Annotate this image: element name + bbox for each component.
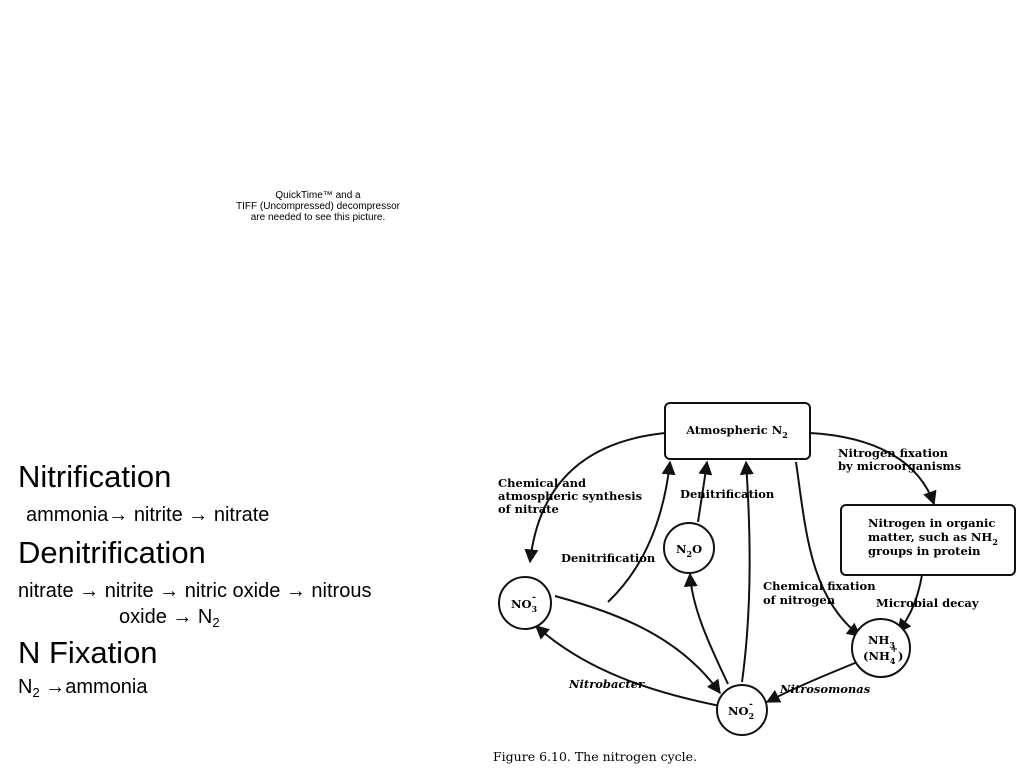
svg-text:matter, such as NH2: matter, such as NH2: [868, 530, 998, 547]
arrow-atmosphere-chemical-fixation: [795, 461, 862, 637]
label-nitrosomonas: Nitrosomonas: [779, 682, 871, 696]
svg-text:N2O: N2O: [676, 542, 702, 559]
nitrate-node: NO3-: [498, 576, 552, 630]
label-microbial-decay: Microbial decay: [876, 596, 979, 610]
subscript: 2: [212, 615, 220, 630]
superscript: +: [890, 645, 898, 655]
atmospheric-n2-node: Atmospheric N2: [664, 402, 811, 460]
subscript: 4: [890, 656, 896, 666]
arrow-fixation-by-microorganisms: [809, 432, 937, 506]
subscript: 3: [889, 640, 895, 650]
nitrous-oxide-node: N2O: [663, 522, 715, 574]
arrow-nitrate-to-nitrite: [554, 595, 721, 695]
atmospheric-n2-label: Atmospheric N: [685, 423, 782, 437]
subscript: 2: [687, 549, 693, 559]
n-fixation-n: N: [18, 676, 33, 698]
label-denitrification-left: Denitrification: [561, 551, 656, 565]
label-chemical-synthesis: Chemical and: [498, 476, 586, 490]
nitrification-heading: Nitrification: [18, 459, 172, 494]
denitrification-line-2: oxide → N2: [18, 604, 458, 630]
label-nitrobacter: Nitrobacter: [568, 677, 645, 691]
placeholder-line: QuickTime™ and a: [275, 190, 361, 201]
arrow-nitrite-denitrification: [607, 460, 676, 603]
subscript: 2: [992, 537, 998, 547]
label-chemical-fixation: of nitrogen: [763, 593, 836, 607]
svg-text:NO3-: NO3-: [511, 593, 538, 614]
arrow-n2o-to-atmosphere: [697, 460, 713, 523]
superscript: -: [749, 700, 753, 710]
n2o-label: N: [676, 542, 687, 556]
nitrate-label: NO: [511, 597, 532, 611]
ammonia-label: NH: [868, 633, 890, 647]
nitrogen-cycle-diagram: Atmospheric N2 Nitrogen in organic matte…: [493, 402, 1016, 764]
placeholder-line: are needed to see this picture.: [250, 212, 386, 223]
subscript: 3: [532, 604, 538, 614]
arrow-ammonia-to-nitrite: [765, 658, 866, 703]
denitrification-line-1: nitrate → nitrite → nitric oxide → nitro…: [18, 580, 372, 602]
svg-text:(NH4+): (NH4+): [863, 645, 903, 666]
n-fixation-result: →ammonia: [39, 676, 148, 698]
n-fixation-heading: N Fixation: [18, 635, 158, 670]
subscript: 2: [749, 711, 755, 721]
label-chemical-fixation: Chemical fixation: [763, 579, 876, 593]
ammonium-label-close: ): [898, 649, 903, 663]
label-nitrogen-fixation: Nitrogen fixation: [838, 446, 949, 460]
label-denitrification-top: Denitrification: [680, 487, 775, 501]
placeholder-line: TIFF (Uncompressed) decompressor: [236, 201, 400, 212]
denitrification-description: nitrate → nitrite → nitric oxide → nitro…: [18, 578, 458, 630]
arrow-nitrite-to-n2o: [683, 572, 729, 685]
cycle-arrows: [524, 432, 937, 707]
nitrogen-cycle-figure: Atmospheric N2 Nitrogen in organic matte…: [480, 392, 1024, 768]
organic-nitrogen-node: Nitrogen in organic matter, such as NH2 …: [840, 504, 1016, 576]
svg-text:NO2-: NO2-: [728, 700, 754, 721]
label-nitrogen-fixation: by microorganisms: [838, 459, 961, 473]
superscript: -: [532, 593, 536, 603]
svg-text:Atmospheric N2: Atmospheric N2: [685, 423, 788, 440]
denitrification-heading: Denitrification: [18, 535, 206, 570]
n-fixation-description: N2 →ammonia: [18, 674, 458, 700]
process-labels: Chemical and atmospheric synthesis of ni…: [498, 446, 979, 696]
subscript: 2: [782, 430, 788, 440]
organic-nitrogen-line-3: groups in protein: [868, 544, 981, 558]
label-chemical-synthesis: of nitrate: [498, 502, 559, 516]
figure-caption: Figure 6.10. The nitrogen cycle.: [493, 749, 697, 764]
organic-nitrogen-line-2: matter, such as NH: [868, 530, 992, 544]
ammonia-node: NH3 (NH4+): [851, 618, 911, 678]
subscript: 2: [32, 685, 40, 700]
nitrite-label: NO: [728, 704, 749, 718]
arrow-nitrite-to-nitrate: [534, 625, 721, 707]
nitrogen-process-notes: Nitrification ammonia→ nitrite → nitrate…: [18, 458, 458, 700]
arrow-nitrite-to-atmosphere: [739, 460, 754, 683]
organic-nitrogen-line-1: Nitrogen in organic: [868, 516, 995, 530]
nitrite-node: NO2-: [716, 684, 768, 736]
ammonium-label: (NH: [863, 649, 890, 663]
denitrification-line-2-text: oxide → N: [119, 606, 213, 628]
n2o-label-o: O: [692, 542, 702, 556]
nitrification-description: ammonia→ nitrite → nitrate: [26, 504, 270, 526]
label-chemical-synthesis: atmospheric synthesis: [498, 489, 642, 503]
missing-image-placeholder: QuickTime™ and a TIFF (Uncompressed) dec…: [200, 190, 436, 223]
arrow-synthesis-to-nitrate: [524, 432, 666, 564]
svg-text:NH3: NH3: [868, 633, 895, 650]
